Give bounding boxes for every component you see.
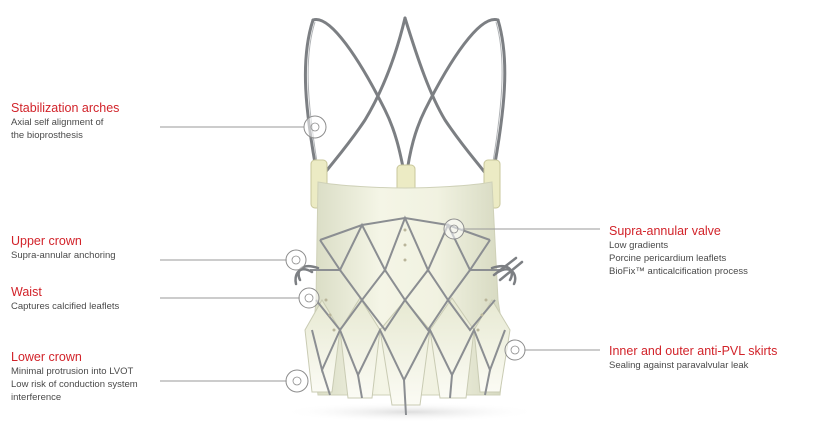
callout-skirts: Inner and outer anti-PVL skirts Sealing …: [609, 344, 777, 372]
callout-desc-line: Captures calcified leaflets: [11, 300, 119, 313]
stabilization-arches-frame: [305, 18, 504, 182]
supra-annular-valve-target-icon: [444, 219, 464, 239]
callout-desc-line: Low gradients: [609, 239, 748, 252]
callout-waist: Waist Captures calcified leaflets: [11, 285, 119, 313]
callout-desc-line: Minimal protrusion into LVOT: [11, 365, 138, 378]
callout-desc-line: interference: [11, 391, 138, 404]
callout-title: Lower crown: [11, 350, 138, 365]
callout-desc-line: BioFix™ anticalcification process: [609, 265, 748, 278]
waist-target-icon: [299, 288, 319, 308]
callout-desc-line: the bioprosthesis: [11, 129, 119, 142]
callout-title: Upper crown: [11, 234, 116, 249]
callout-title: Supra-annular valve: [609, 224, 748, 239]
lower-crown-target-icon: [286, 370, 308, 392]
callout-desc-line: Axial self alignment of: [11, 116, 119, 129]
callout-supra-annular-valve: Supra-annular valve Low gradients Porcin…: [609, 224, 748, 278]
callout-title: Stabilization arches: [11, 101, 119, 116]
callout-title: Waist: [11, 285, 119, 300]
valve-illustration: [296, 18, 522, 415]
callout-upper-crown: Upper crown Supra-annular anchoring: [11, 234, 116, 262]
callout-title: Inner and outer anti-PVL skirts: [609, 344, 777, 359]
callout-desc-line: Sealing against paravalvular leak: [609, 359, 777, 372]
callout-desc-line: Supra-annular anchoring: [11, 249, 116, 262]
upper-crown-target-icon: [286, 250, 306, 270]
callout-desc-line: Low risk of conduction system: [11, 378, 138, 391]
callout-desc-line: Porcine pericardium leaflets: [609, 252, 748, 265]
skirts-target-icon: [505, 340, 525, 360]
stabilization-arches-target-icon: [304, 116, 326, 138]
callout-lower-crown: Lower crown Minimal protrusion into LVOT…: [11, 350, 138, 404]
callout-stabilization-arches: Stabilization arches Axial self alignmen…: [11, 101, 119, 142]
